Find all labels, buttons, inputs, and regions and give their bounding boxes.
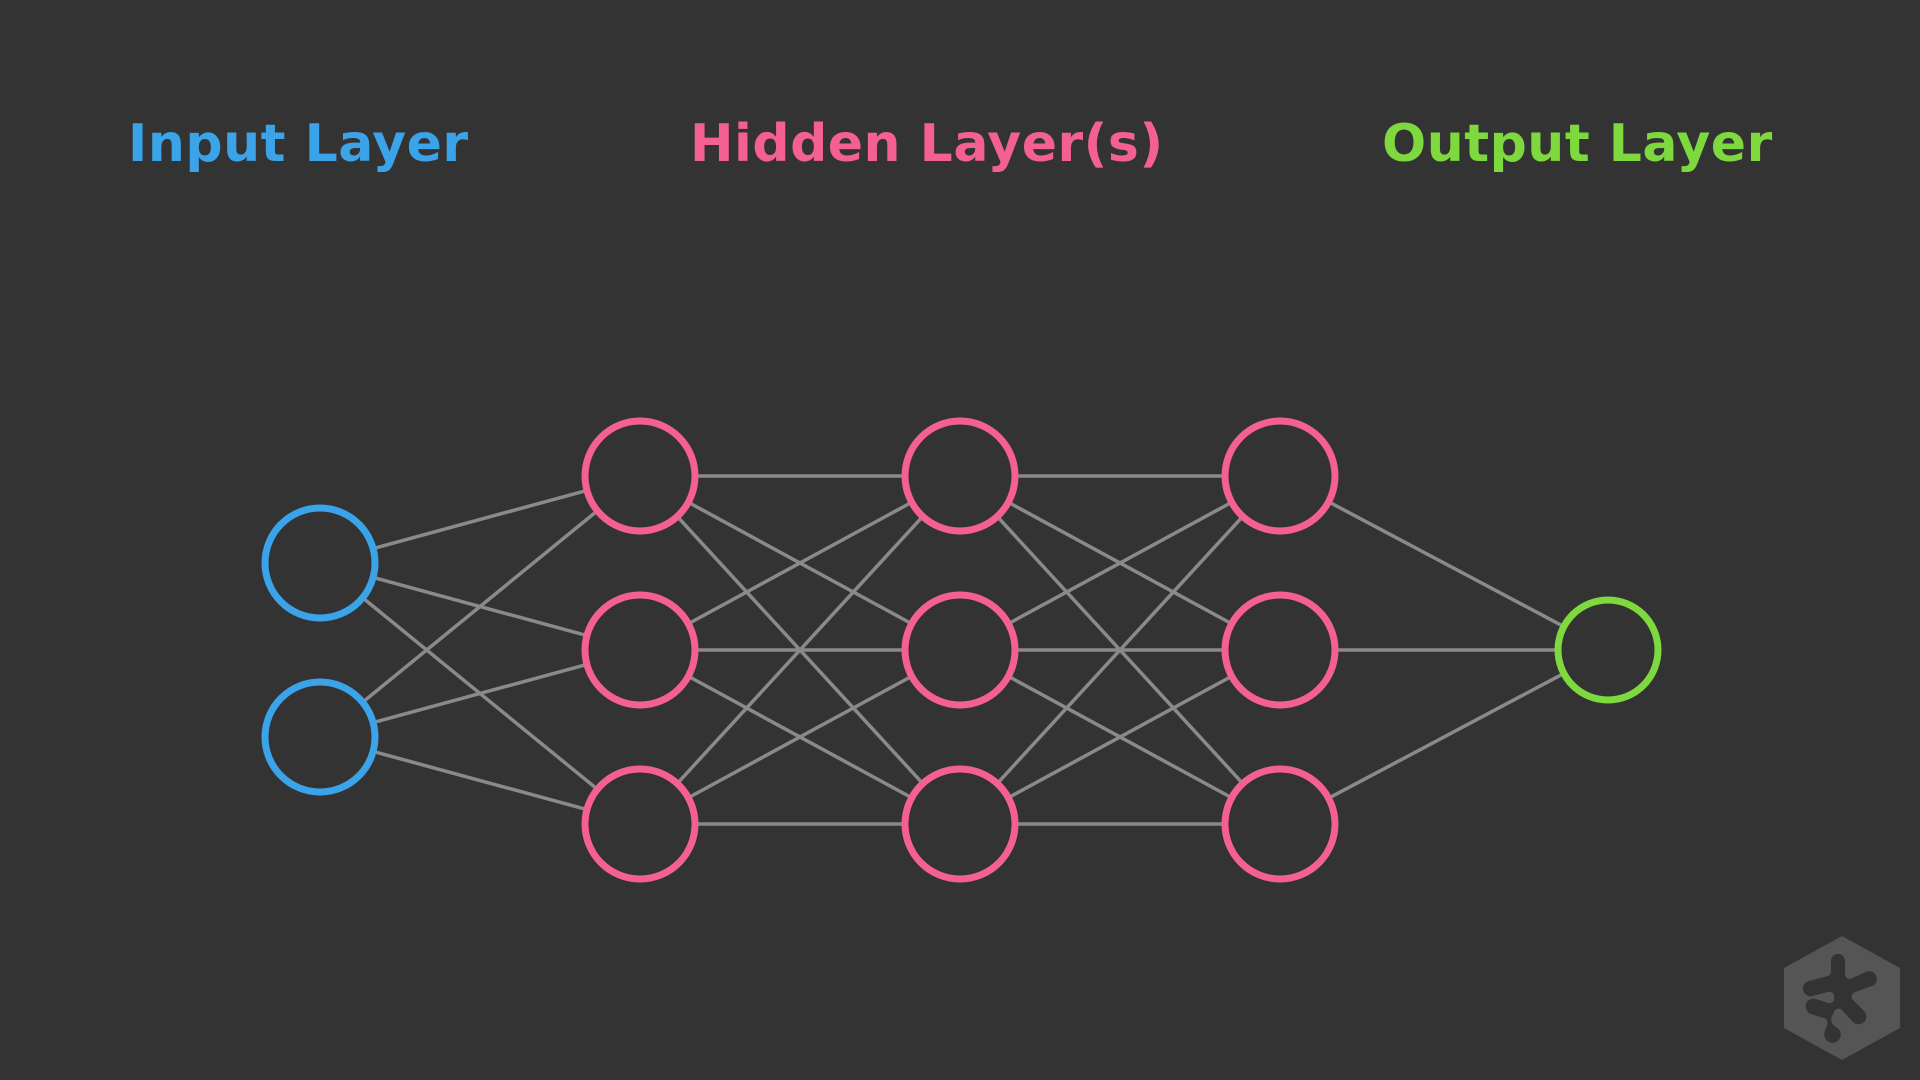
edge-i2-to-h1_3: [371, 749, 589, 812]
node-input-2[interactable]: [261, 678, 379, 796]
hexagon-neuron-logo-icon: [1784, 936, 1900, 1060]
input-layer-label: Input Layer: [128, 114, 469, 174]
edge-h1_3-to-h2_2: [686, 674, 914, 800]
node-input-1[interactable]: [261, 504, 379, 622]
node-hidden-2[interactable]: [581, 591, 699, 709]
hidden-layer-label: Hidden Layer(s): [690, 114, 1164, 174]
edge-i2-to-h1_1: [360, 509, 600, 704]
edge-h1_2-to-h2_1: [686, 500, 914, 626]
node-output-1[interactable]: [1554, 596, 1662, 704]
edge-i2-to-h1_2: [371, 662, 589, 725]
edge-h2_3-to-h3_2: [1006, 674, 1234, 800]
output-layer-label: Output Layer: [1382, 114, 1773, 174]
node-hidden-1[interactable]: [581, 417, 699, 535]
node-hidden-3[interactable]: [581, 765, 699, 883]
node-hidden-1[interactable]: [901, 417, 1019, 535]
node-hidden-2[interactable]: [901, 591, 1019, 709]
edges-group: [360, 474, 1566, 826]
node-hidden-3[interactable]: [1221, 765, 1339, 883]
node-hidden-3[interactable]: [901, 765, 1019, 883]
nodes-group: [261, 417, 1662, 883]
edge-i1-to-h1_1: [371, 488, 589, 551]
neuron-glyph: [1802, 954, 1877, 1043]
edge-h3_1-to-o1: [1326, 500, 1566, 629]
edge-h2_2-to-h3_1: [1006, 500, 1234, 626]
edge-h2_3-to-h3_1: [995, 514, 1245, 786]
edge-h3_3-to-o1: [1326, 671, 1566, 800]
node-hidden-1[interactable]: [1221, 417, 1339, 535]
node-hidden-2[interactable]: [1221, 591, 1339, 709]
edge-h1_3-to-h2_1: [675, 514, 925, 786]
